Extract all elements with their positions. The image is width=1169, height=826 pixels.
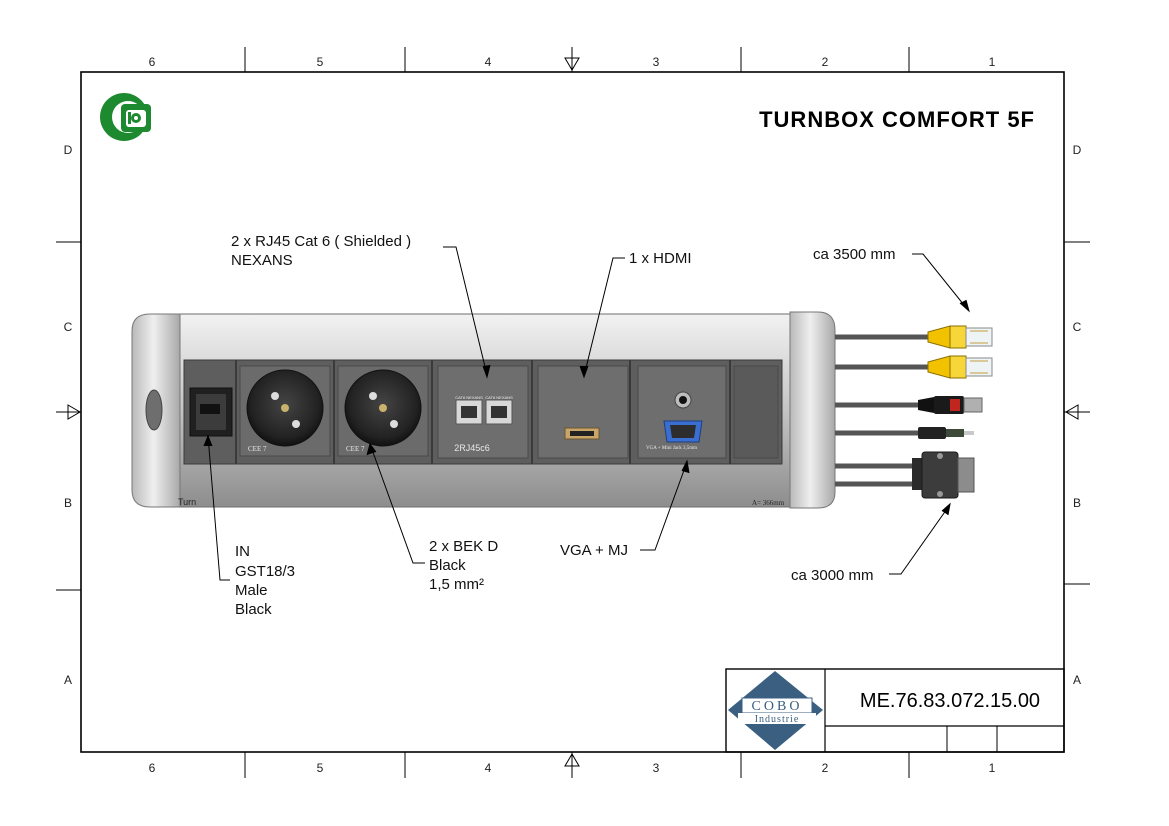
hdmi-plug — [918, 396, 983, 414]
cables — [835, 334, 930, 487]
zone-row-right: D — [1073, 143, 1082, 157]
company-emblem-logo — [100, 93, 151, 141]
blank-module — [733, 365, 779, 459]
zone-row-left: B — [64, 496, 72, 510]
callout-hdmi: 1 x HDMI — [629, 250, 692, 267]
callout-inlet-line4: Black — [235, 601, 272, 618]
callout-inlet-line3: Male — [235, 582, 268, 599]
zone-row-right: B — [1073, 496, 1081, 510]
zone-row-right: A — [1073, 673, 1081, 687]
rj45-port-1-label: CAT6 NEXANS — [455, 395, 483, 400]
callout-rj45-line1: 2 x RJ45 Cat 6 ( Shielded ) — [231, 233, 411, 250]
callout-vga: VGA + MJ — [560, 542, 628, 559]
callout-rj45-line2: NEXANS — [231, 252, 293, 269]
vga-minijack-module — [637, 365, 727, 459]
vga-module-label: VGA + Mini Jack 3,5mm — [646, 446, 697, 451]
minijack-plug — [918, 427, 974, 439]
turnbox-device: CEE 7 CEE 7 CAT6 NEXANS CAT6 NEXANS 2RJ4… — [131, 311, 836, 509]
zone-col-bottom: 4 — [485, 761, 492, 775]
logo-line1: COBO — [752, 699, 803, 714]
socket-1-label: CEE 7 — [248, 445, 267, 453]
rj45-module — [437, 365, 529, 459]
right-tag: A= 366mm — [752, 499, 785, 507]
zone-col-top: 4 — [485, 55, 492, 69]
callout-inlet-line1: IN — [235, 543, 250, 560]
socket-2-label: CEE 7 — [346, 445, 365, 453]
zone-col-bottom: 2 — [822, 761, 829, 775]
zone-col-top: 1 — [989, 55, 996, 69]
zone-col-top: 2 — [822, 55, 829, 69]
rj45-plug-2 — [927, 355, 993, 379]
callout-bek-line3: 1,5 mm² — [429, 576, 484, 593]
cobo-industrie-logo — [728, 671, 823, 750]
rj45-port-2-label: CAT6 NEXANS — [485, 395, 513, 400]
socket-module-1 — [239, 365, 331, 457]
left-tag: Turn — [178, 497, 196, 507]
rj45-module-label: 2RJ45c6 — [454, 443, 490, 453]
zone-col-bottom: 1 — [989, 761, 996, 775]
hdmi-module — [537, 365, 629, 459]
drawing-frame — [56, 47, 1090, 778]
zone-row-left: D — [64, 143, 73, 157]
callout-bek-line2: Black — [429, 557, 466, 574]
drawing-title: TURNBOX COMFORT 5F — [759, 107, 1035, 132]
power-inlet-module — [189, 387, 233, 437]
zone-row-left: C — [64, 320, 73, 334]
callout-bek-line1: 2 x BEK D — [429, 538, 498, 555]
zone-col-bottom: 3 — [653, 761, 660, 775]
zone-col-top: 5 — [317, 55, 324, 69]
zone-row-right: C — [1073, 320, 1082, 334]
title-block: COBO Industrie ME.76.83.072.15.00 — [725, 668, 1065, 753]
callout-inlet-line2: GST18/3 — [235, 563, 295, 580]
zone-row-left: A — [64, 673, 72, 687]
drawing-number: ME.76.83.072.15.00 — [860, 690, 1040, 712]
zone-col-top: 6 — [149, 55, 156, 69]
zone-labels: 6 5 4 3 2 1 6 5 4 3 2 1 D C B A D C B A — [64, 55, 1082, 775]
callout-cable-long: ca 3500 mm — [813, 246, 896, 263]
vga-plug — [912, 451, 975, 499]
leader-lines — [203, 246, 970, 581]
rj45-plug-1 — [927, 325, 993, 349]
logo-line2: Industrie — [755, 714, 800, 725]
zone-col-bottom: 5 — [317, 761, 324, 775]
zone-col-top: 3 — [653, 55, 660, 69]
callout-cable-short: ca 3000 mm — [791, 567, 874, 584]
socket-module-2 — [337, 365, 429, 457]
zone-col-bottom: 6 — [149, 761, 156, 775]
